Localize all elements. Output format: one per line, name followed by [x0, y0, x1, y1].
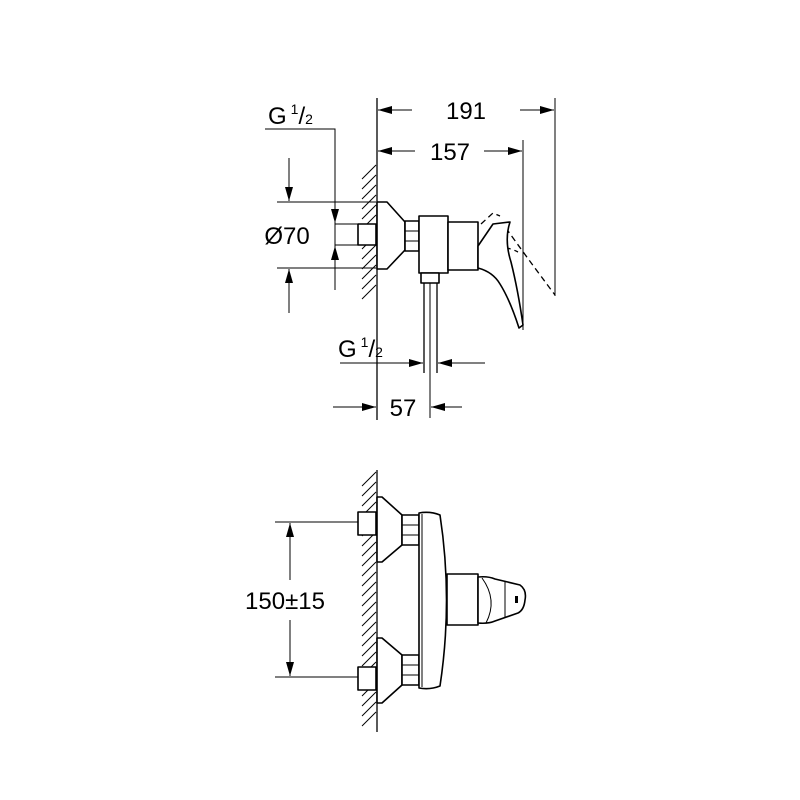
hatch-line	[361, 541, 377, 557]
hatch-line	[361, 254, 377, 270]
hatch-line	[361, 491, 377, 507]
rosette-bottom	[376, 637, 403, 704]
inlet-pipe-stub-bottom	[357, 666, 377, 691]
front-view: 150±15	[245, 470, 527, 732]
dimension-191: 191	[378, 98, 556, 296]
hatch-line	[361, 591, 377, 607]
inlet-pipe-stub-top	[357, 511, 377, 536]
hatch-line	[361, 174, 377, 190]
outlet-nut	[420, 272, 440, 284]
hatch-line	[361, 641, 377, 657]
inlet-spacing-label: 150±15	[245, 588, 325, 615]
dim-157-label: 157	[430, 139, 470, 166]
lever-open-position	[480, 212, 556, 296]
hatch-line	[361, 551, 377, 567]
valve-body-front	[418, 511, 448, 690]
inlet-pipe-stub	[357, 223, 377, 246]
rosette-top	[376, 496, 403, 563]
hatch-line	[361, 651, 377, 667]
hatch-line	[361, 561, 377, 577]
hatch-line	[361, 471, 377, 487]
dimension-157: 157	[378, 139, 524, 330]
dimension-57: 57	[333, 395, 462, 422]
dim-191-label: 191	[446, 98, 486, 125]
rosette	[376, 201, 406, 270]
hatch-line	[361, 691, 377, 707]
lever-handle	[477, 221, 524, 329]
hatch-line	[361, 611, 377, 627]
hatch-line	[361, 164, 377, 180]
hex-nut	[404, 220, 420, 252]
hatch-line	[361, 711, 377, 727]
dimension-inlet-spacing: 150±15	[245, 521, 358, 678]
wall-side	[361, 98, 378, 420]
diameter-label: Ø70	[264, 223, 309, 250]
dim-57-label: 57	[390, 395, 417, 422]
hatch-line	[361, 621, 377, 637]
hatch-line	[361, 701, 377, 717]
hatch-line	[361, 274, 377, 290]
hatch-line	[361, 581, 377, 597]
hatch-line	[361, 631, 377, 647]
hatch-line	[361, 284, 377, 300]
lever-slot	[515, 596, 518, 603]
hex-nut-top	[401, 514, 420, 546]
cartridge-housing	[447, 221, 479, 271]
hatch-line	[361, 204, 377, 220]
hatch-line	[361, 244, 377, 260]
hatch-line	[361, 481, 377, 497]
valve-body	[418, 215, 449, 274]
hatch-line	[361, 571, 377, 587]
hex-nut-bottom	[401, 654, 420, 686]
hatch-line	[361, 601, 377, 617]
dimension-rosette-diameter: Ø70	[264, 158, 376, 313]
hatch-line	[361, 264, 377, 280]
hatch-line	[361, 184, 377, 200]
cartridge-housing-front	[446, 573, 479, 626]
